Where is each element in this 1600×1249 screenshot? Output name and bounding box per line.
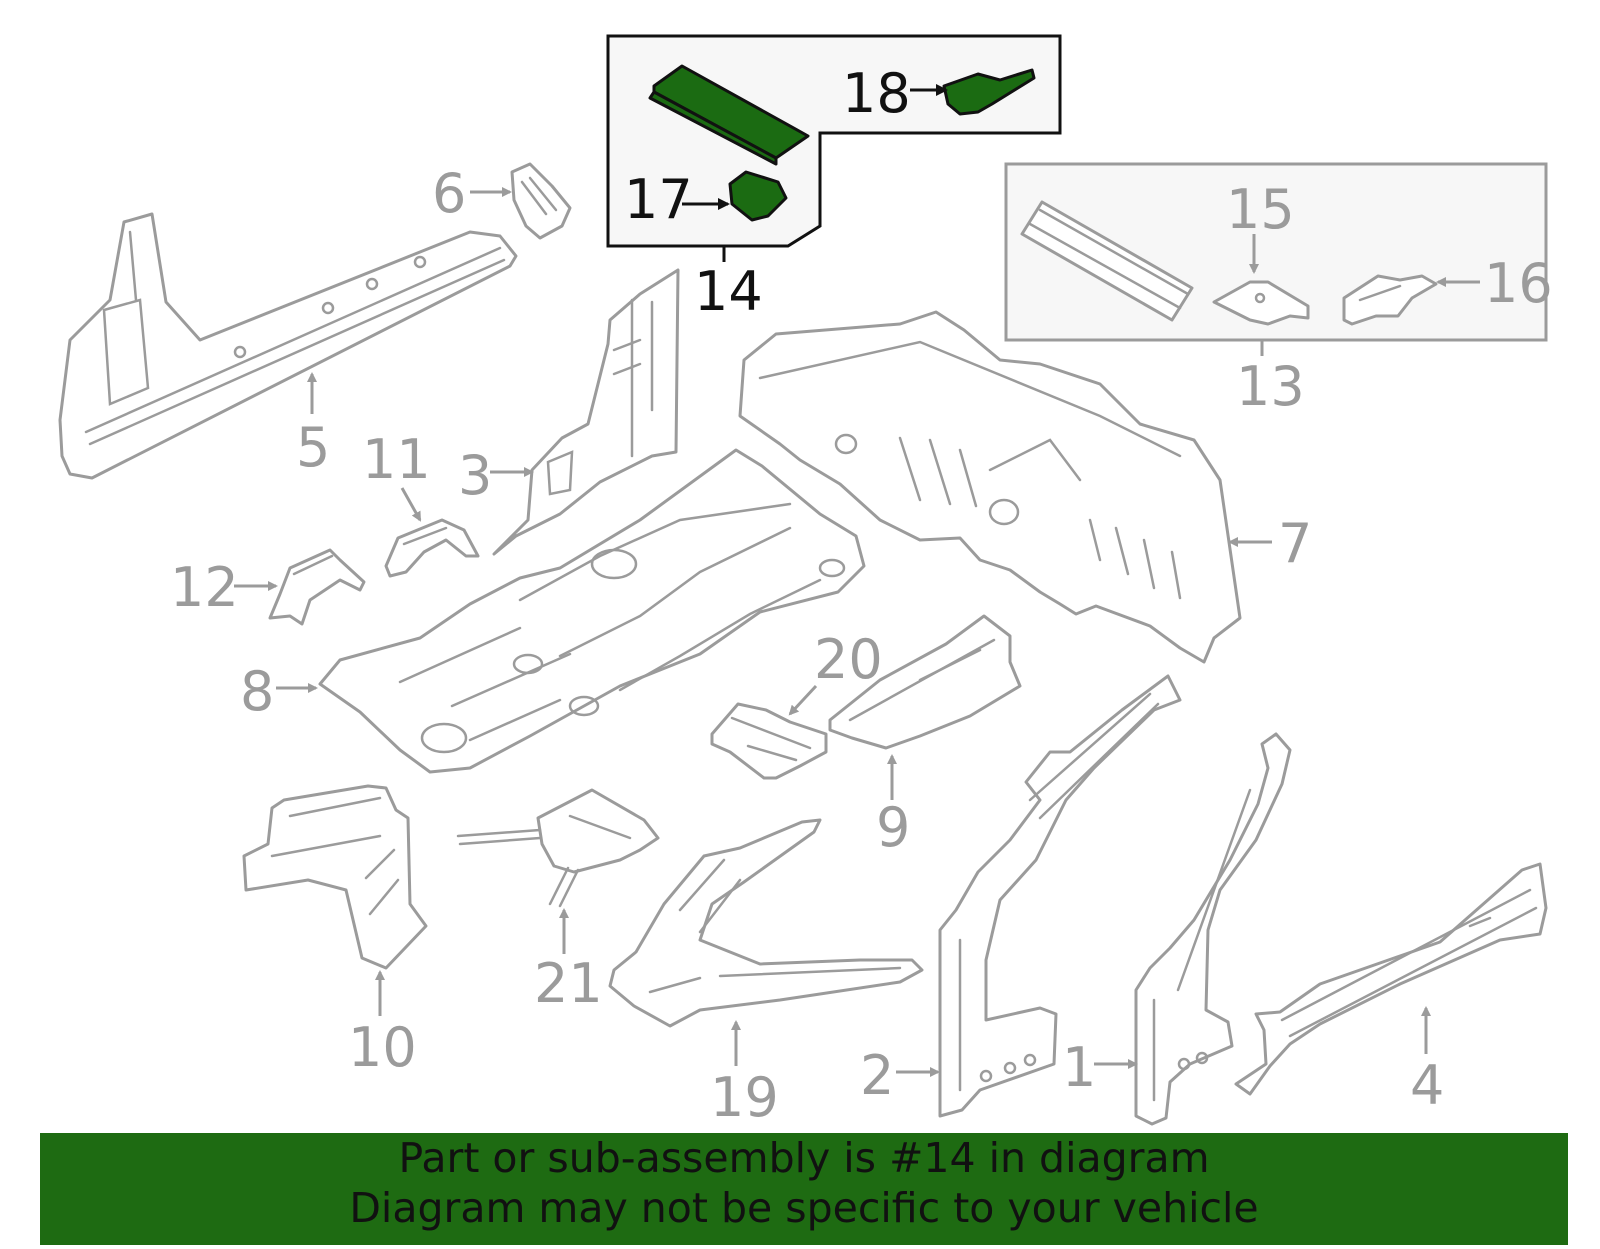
part-21-bracket[interactable] xyxy=(456,788,660,908)
label-16: 16 xyxy=(1484,252,1553,315)
part-4-rocker-panel[interactable] xyxy=(1234,862,1548,1096)
label-6: 6 xyxy=(432,162,466,225)
part-11-bracket[interactable] xyxy=(384,518,480,578)
label-3: 3 xyxy=(458,444,492,507)
part-7-rear-panel[interactable] xyxy=(738,310,1242,664)
part-20-bracket[interactable] xyxy=(710,702,828,780)
label-4: 4 xyxy=(1410,1054,1444,1117)
label-7: 7 xyxy=(1278,512,1312,575)
part-18-bracket[interactable] xyxy=(942,68,1036,116)
label-14: 14 xyxy=(694,260,763,323)
part-14-panel[interactable] xyxy=(648,64,810,166)
part-17-bracket[interactable] xyxy=(728,170,788,222)
part-13-rail[interactable] xyxy=(1020,200,1194,322)
arrow-11 xyxy=(400,487,422,522)
label-13: 13 xyxy=(1236,355,1305,418)
assembly-14-box: 18 17 xyxy=(606,34,1062,248)
info-banner: Part or sub-assembly is #14 in diagram D… xyxy=(40,1133,1568,1245)
part-1-pillar[interactable] xyxy=(1134,732,1292,1126)
label-8: 8 xyxy=(240,660,274,723)
part-9-rail[interactable] xyxy=(828,614,1022,750)
label-21: 21 xyxy=(534,952,603,1015)
label-2: 2 xyxy=(860,1044,894,1107)
label-10: 10 xyxy=(348,1016,417,1079)
part-8-floor-pan[interactable] xyxy=(318,448,866,774)
part-3-side-panel[interactable] xyxy=(492,268,680,556)
arrow-20 xyxy=(788,684,818,716)
label-15: 15 xyxy=(1226,178,1295,241)
banner-line-1: Part or sub-assembly is #14 in diagram xyxy=(398,1134,1210,1182)
part-19-frame-rail[interactable] xyxy=(608,818,924,1028)
label-20: 20 xyxy=(814,628,883,691)
part-16-bracket[interactable] xyxy=(1342,274,1438,326)
part-6-gusset[interactable] xyxy=(510,162,572,240)
label-19: 19 xyxy=(710,1066,779,1129)
part-5-rocker-panel[interactable] xyxy=(58,212,518,480)
label-5: 5 xyxy=(296,416,330,479)
label-12: 12 xyxy=(170,556,239,619)
part-12-bracket[interactable] xyxy=(268,548,366,626)
label-11: 11 xyxy=(362,428,431,491)
part-2-pillar[interactable] xyxy=(938,674,1182,1118)
part-15-plate[interactable] xyxy=(1212,280,1310,326)
banner-line-2: Diagram may not be specific to your vehi… xyxy=(349,1184,1259,1232)
label-1: 1 xyxy=(1062,1036,1096,1099)
label-17: 17 xyxy=(624,168,693,231)
label-9: 9 xyxy=(876,796,910,859)
assembly-13-box: 15 16 xyxy=(1004,162,1553,342)
label-18: 18 xyxy=(842,62,911,125)
part-10-bracket[interactable] xyxy=(242,784,428,970)
